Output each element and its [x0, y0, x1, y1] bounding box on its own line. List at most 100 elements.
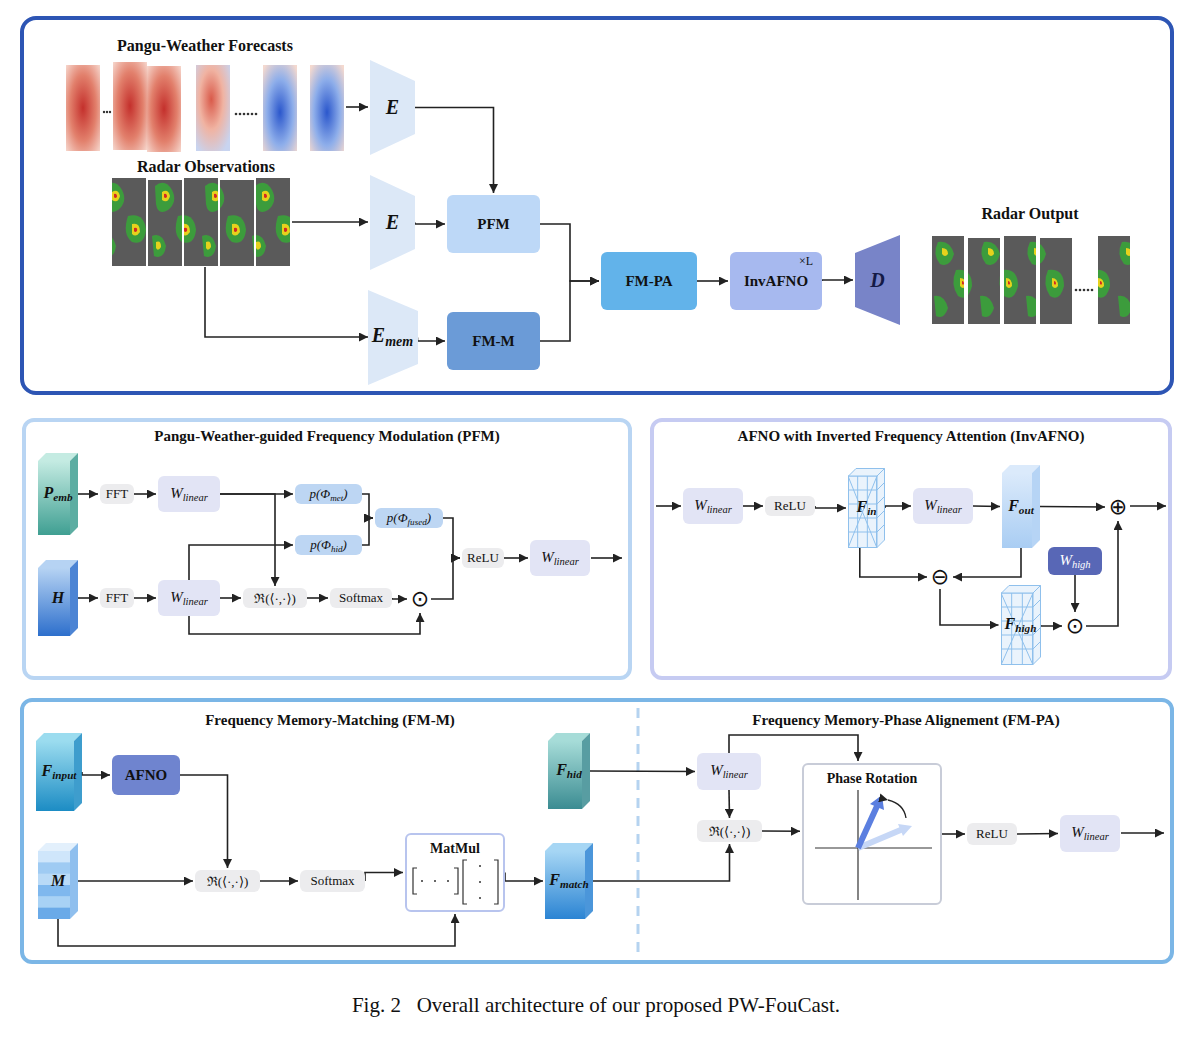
node-text: p(Φ: [309, 486, 330, 501]
connector: [1074, 575, 1076, 612]
connector: [415, 223, 445, 225]
encoder-trapezoid: Emem: [368, 290, 418, 385]
process-box: AFNO: [112, 755, 180, 795]
node-text: mem: [385, 335, 413, 350]
connector: [365, 873, 403, 882]
connector: [728, 790, 730, 818]
node-text: in: [867, 506, 876, 518]
node-text: F: [549, 871, 560, 888]
label: Pangu-Weather Forecasts: [117, 37, 293, 55]
memory-block: M: [38, 843, 78, 919]
node-text: PFM: [477, 216, 509, 232]
feature-block: Pemb: [38, 453, 78, 535]
node-text: FFT: [106, 590, 128, 605]
node-text: MatMul: [430, 841, 480, 856]
operator-symbol: ⊙: [1064, 614, 1086, 638]
connector: [504, 557, 528, 559]
process-box: Wlinear: [683, 488, 743, 524]
connector: [540, 281, 599, 341]
node-text: linear: [723, 770, 748, 781]
radar-output-maps: [932, 236, 1130, 324]
node-text: F: [556, 761, 567, 778]
feature-block: Fin: [848, 468, 885, 548]
connector: [815, 506, 846, 508]
connector: [392, 598, 407, 599]
node-text: ⊕: [1109, 494, 1127, 519]
node-text: linear: [183, 596, 208, 607]
process-box: Whigh: [1048, 547, 1102, 575]
connector: [940, 589, 999, 625]
process-box: FFT: [100, 588, 134, 608]
node-text: ⊖: [931, 564, 949, 589]
node-text: Frequency Memory-Phase Alignement (FM-PA…: [752, 712, 1059, 728]
radar-observation-maps: [112, 178, 290, 266]
connector: [415, 108, 494, 194]
connector: [1041, 625, 1063, 626]
panel: Pangu-Weather-guided Frequency Modulatio…: [22, 418, 632, 680]
connector: [505, 873, 543, 882]
node-text: AFNO with Inverted Frequency Attention (…: [738, 428, 1085, 444]
input-output-wires: [205, 107, 1166, 833]
encoder-trapezoid: E: [370, 175, 415, 270]
node-text: Softmax: [339, 590, 383, 605]
node-text: met: [330, 492, 343, 502]
panel-borders: [22, 18, 1172, 962]
node-text: W: [541, 549, 554, 565]
operator-symbol: ⊖: [929, 565, 951, 589]
node-text: ⊙: [1066, 613, 1084, 638]
node-text: W: [694, 497, 707, 513]
connector: [885, 506, 911, 508]
node-text: emb: [53, 492, 72, 504]
node-text: FM-M: [472, 333, 514, 349]
node-text: ℜ(⟨·,·⟩): [709, 824, 751, 839]
connector: [134, 493, 156, 495]
node-text: Softmax: [310, 873, 354, 888]
node-text: F: [1005, 615, 1016, 632]
process-box: ReLU: [765, 496, 815, 516]
connector: [942, 833, 965, 835]
process-box: ReLU: [462, 548, 504, 568]
phase-rotation-plot: [815, 790, 932, 900]
label: Radar Output: [981, 205, 1078, 223]
module-box: FM-PA: [601, 252, 697, 310]
process-box: Softmax: [300, 870, 365, 892]
connector: [743, 505, 763, 507]
panel: AFNO with Inverted Frequency Attention (…: [650, 418, 1172, 680]
node-text: linear: [937, 504, 962, 515]
connector: [362, 518, 373, 545]
connector: [1017, 833, 1058, 835]
node-text: match: [560, 879, 589, 891]
node-text: linear: [1084, 832, 1109, 843]
connector: [307, 597, 328, 599]
node-text: high: [1072, 559, 1091, 570]
node-text: W: [1071, 824, 1084, 840]
node-text: ReLU: [774, 498, 806, 513]
node-text: Phase Rotation: [827, 771, 918, 786]
process-box: Wlinear: [1060, 815, 1120, 852]
node-text: ): [343, 486, 347, 501]
process-box: p(Φfused): [375, 508, 443, 528]
process-box: ReLU: [967, 823, 1017, 845]
connector: [953, 548, 1021, 577]
node-text: P: [43, 484, 53, 501]
node-text: E: [386, 211, 399, 233]
process-box: Wlinear: [697, 753, 761, 790]
connector: [189, 613, 420, 634]
operation-box: Phase Rotation: [802, 763, 942, 905]
connector: [260, 880, 298, 882]
node-text: M: [51, 872, 65, 889]
node-text: p(Φ: [310, 537, 331, 552]
node-text: ): [427, 510, 431, 525]
connector: [593, 844, 730, 881]
caption: Fig. 2 Overall architecture of our propo…: [352, 993, 840, 1018]
encoder-trapezoid: E: [370, 60, 415, 155]
node-text: W: [924, 497, 937, 513]
operation-box: MatMul: [405, 833, 505, 912]
node-text: ): [343, 537, 347, 552]
node-text: W: [170, 485, 183, 501]
connector: [540, 224, 599, 281]
node-text: high: [1015, 623, 1036, 635]
process-box: FFT: [100, 484, 134, 504]
feature-block: Finput: [36, 733, 82, 811]
